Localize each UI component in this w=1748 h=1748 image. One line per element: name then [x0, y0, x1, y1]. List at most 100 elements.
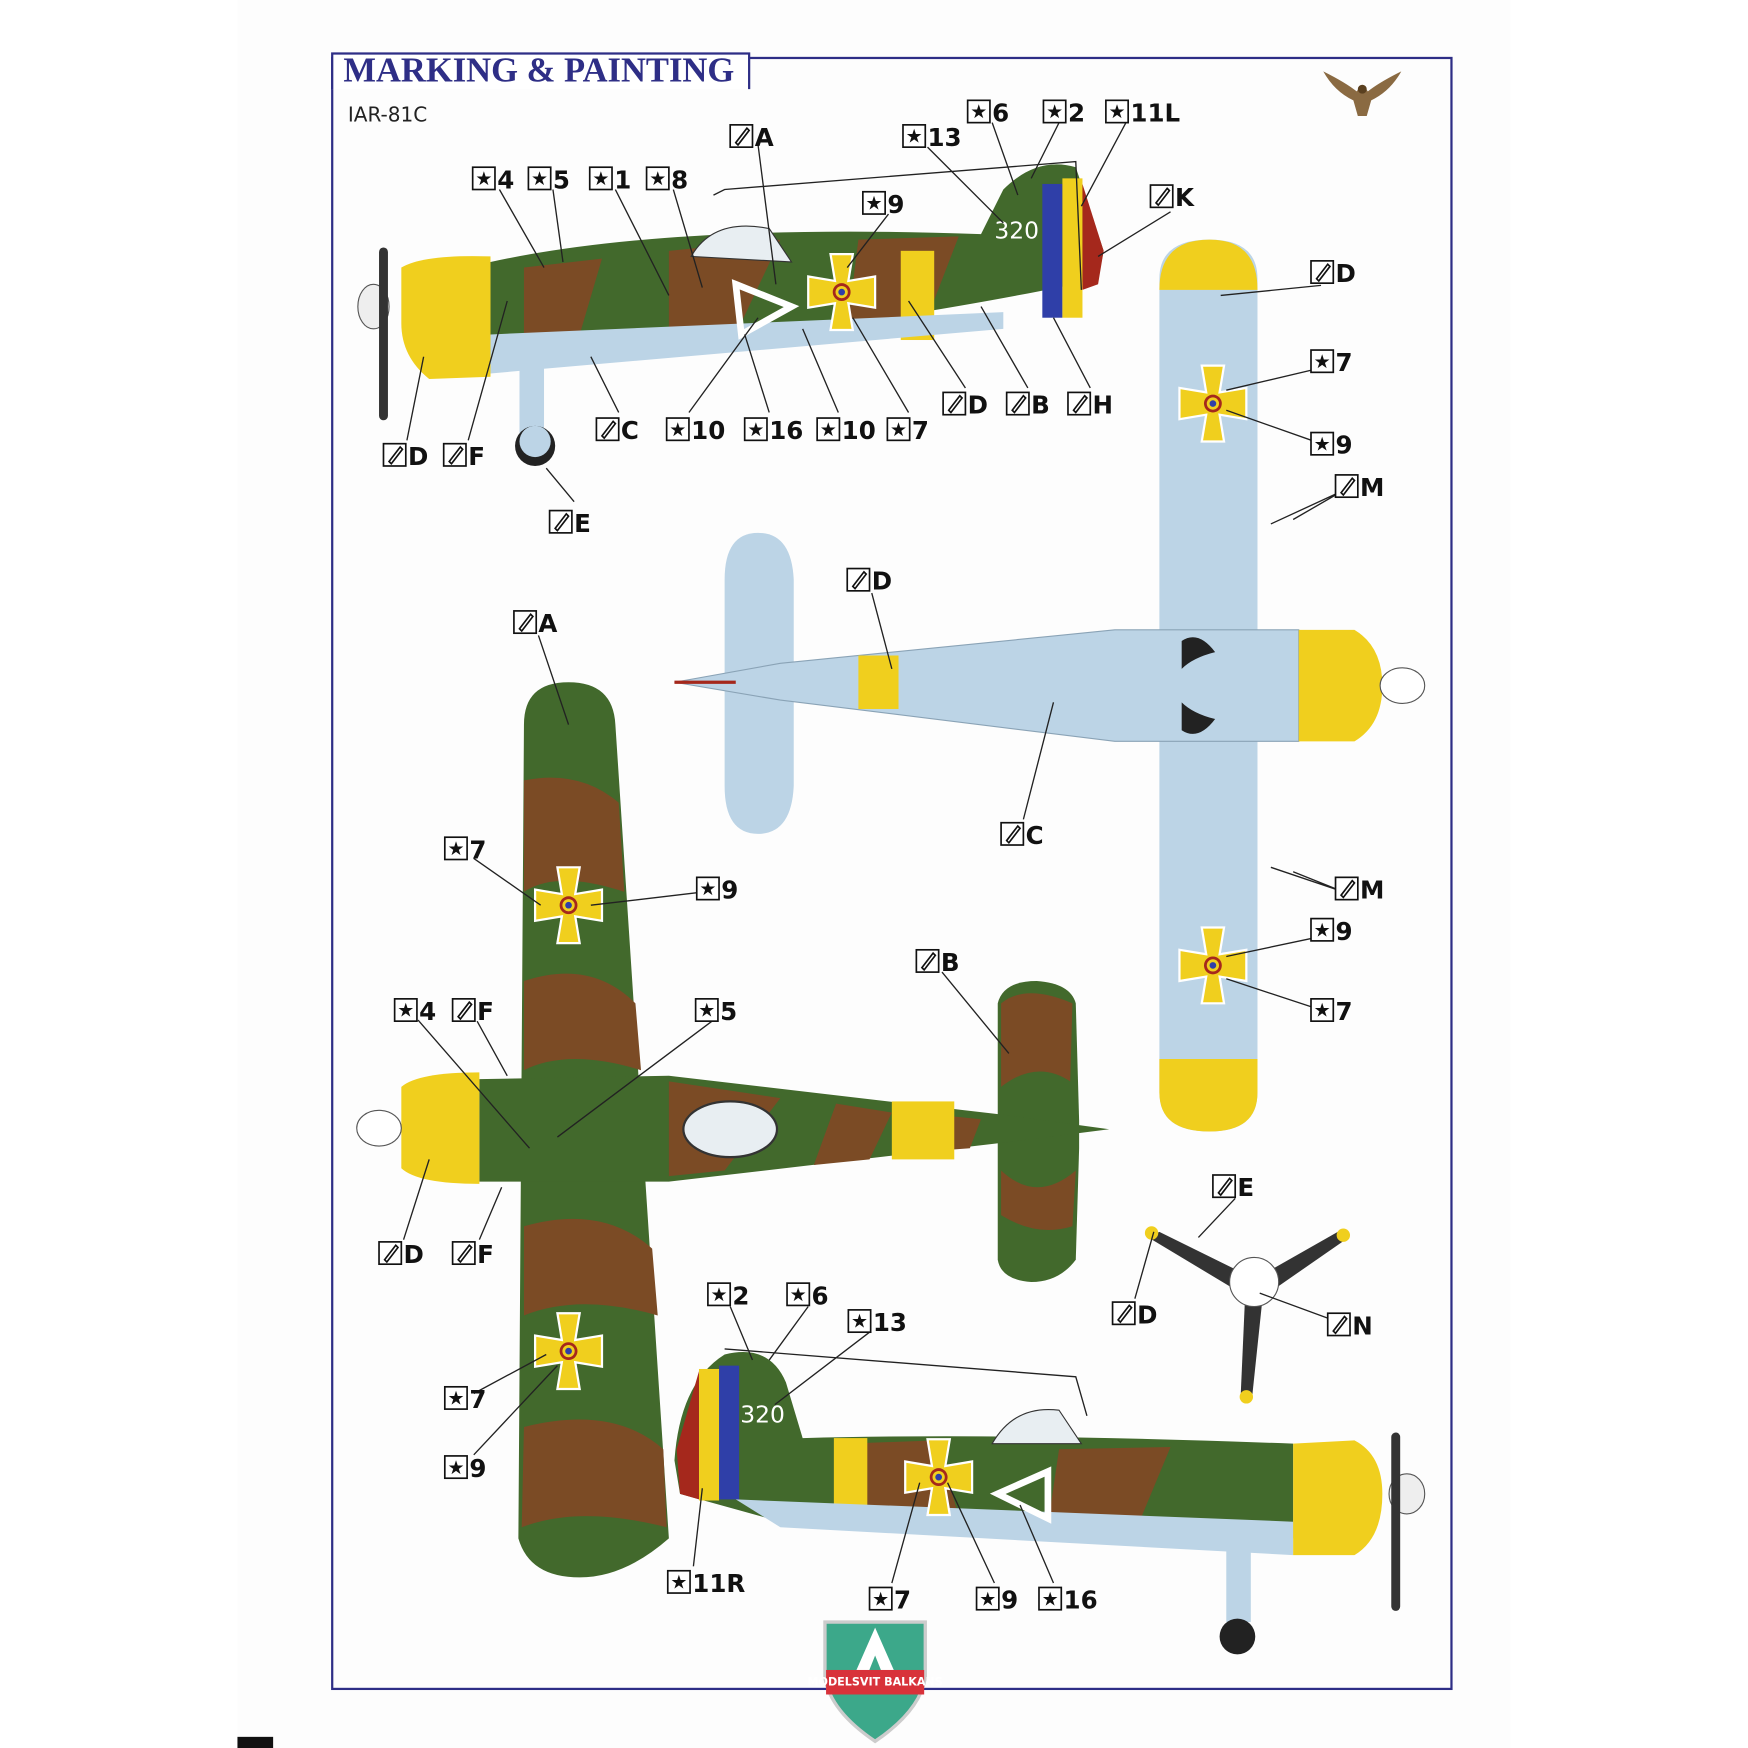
- decal-callout: ★9: [443, 1454, 486, 1483]
- decal-star-icon: ★: [743, 417, 768, 442]
- decal-star-icon: ★: [868, 1586, 893, 1611]
- svg-text:★: ★: [699, 879, 716, 900]
- paint-callout: A: [729, 123, 774, 152]
- svg-text:★: ★: [1314, 920, 1331, 941]
- callout-label: B: [941, 948, 960, 977]
- decal-callout: ★10: [665, 416, 725, 445]
- decal-callout: ★2: [707, 1281, 749, 1310]
- decal-star-icon: ★: [816, 417, 841, 442]
- decal-star-icon: ★: [975, 1586, 1000, 1611]
- callout-label: 6: [812, 1281, 829, 1310]
- callout-label: 7: [1336, 348, 1353, 377]
- decal-callout: ★7: [886, 416, 929, 445]
- callout-label: 16: [769, 416, 803, 445]
- decal-callout: ★10: [816, 416, 876, 445]
- paint-callout: D: [942, 391, 988, 420]
- paint-brush-icon: [1334, 474, 1359, 499]
- decal-callout: ★5: [694, 997, 737, 1026]
- callout-label: 9: [887, 190, 904, 219]
- underside-view: [674, 239, 1426, 1132]
- callout-label: 2: [1068, 99, 1085, 128]
- paint-brush-icon: [915, 948, 940, 973]
- callout-label: A: [538, 609, 557, 638]
- paint-brush-icon: [382, 442, 407, 467]
- callout-label: 9: [721, 876, 738, 905]
- decal-star-icon: ★: [902, 124, 927, 148]
- svg-text:★: ★: [851, 1312, 868, 1333]
- callout-label: D: [404, 1240, 424, 1269]
- modelsvit-logo: MODELSVIT BALKANS: [807, 1620, 943, 1744]
- paint-brush-icon: [729, 124, 754, 148]
- paint-brush-icon: [378, 1241, 403, 1266]
- decal-star-icon: ★: [1310, 431, 1335, 456]
- paint-brush-icon: [846, 567, 871, 592]
- callout-label: D: [872, 567, 892, 596]
- callout-label: 7: [469, 835, 486, 864]
- callout-label: M: [1360, 876, 1384, 905]
- svg-text:★: ★: [397, 1001, 414, 1022]
- callout-label: 10: [691, 416, 725, 445]
- callout-label: 4: [497, 165, 514, 194]
- paint-callout: F: [442, 442, 485, 471]
- callout-label: D: [1336, 259, 1356, 288]
- paint-brush-icon: [451, 1241, 476, 1266]
- svg-text:★: ★: [669, 420, 686, 441]
- decal-star-icon: ★: [665, 417, 690, 442]
- decal-callout: ★4: [393, 997, 436, 1026]
- callout-label: D: [968, 391, 988, 420]
- decal-star-icon: ★: [443, 1385, 468, 1410]
- decal-star-icon: ★: [443, 1455, 468, 1480]
- decal-callout: ★9: [975, 1586, 1018, 1615]
- callout-label: N: [1352, 1311, 1373, 1340]
- page-title: MARKING & PAINTING: [343, 51, 734, 89]
- callout-label: F: [468, 442, 485, 471]
- svg-text:★: ★: [747, 420, 764, 441]
- callout-label: 1: [614, 165, 631, 194]
- decal-star-icon: ★: [1042, 99, 1067, 124]
- callout-label: 4: [419, 997, 436, 1026]
- callout-label: B: [1031, 391, 1050, 420]
- paint-brush-icon: [442, 442, 467, 467]
- decal-callout: ★7: [868, 1586, 911, 1615]
- paint-brush-icon: [595, 417, 620, 442]
- model-name: IAR-81C: [348, 103, 427, 127]
- decal-star-icon: ★: [1310, 998, 1335, 1022]
- decal-star-icon: ★: [707, 1282, 732, 1307]
- svg-text:★: ★: [970, 102, 987, 123]
- decal-callout: ★11R: [666, 1569, 745, 1598]
- paint-callout: H: [1067, 391, 1113, 420]
- svg-text:★: ★: [447, 1389, 464, 1410]
- callout-label: M: [1360, 473, 1384, 502]
- decal-callout: ★4: [471, 165, 514, 194]
- svg-text:★: ★: [890, 420, 907, 441]
- paint-brush-icon: [942, 391, 967, 416]
- paint-callout: E: [548, 509, 591, 538]
- decal-callout: ★7: [1310, 997, 1353, 1026]
- svg-text:★: ★: [1314, 352, 1331, 373]
- svg-text:★: ★: [592, 169, 609, 190]
- paint-brush-icon: [1310, 260, 1335, 284]
- callout-label: E: [574, 509, 591, 538]
- decal-star-icon: ★: [588, 166, 613, 191]
- callout-label: 10: [842, 416, 876, 445]
- decal-callout: ★9: [1310, 917, 1353, 946]
- svg-text:★: ★: [866, 194, 883, 215]
- decal-callout: ★1: [588, 165, 631, 194]
- decal-callout: ★9: [695, 876, 738, 905]
- paint-brush-icon: [1005, 391, 1030, 416]
- logo-text: MODELSVIT BALKANS: [807, 1676, 942, 1689]
- svg-text:★: ★: [1109, 102, 1126, 123]
- decal-star-icon: ★: [966, 99, 991, 124]
- paint-callout: F: [451, 997, 494, 1026]
- callout-label: 9: [1001, 1586, 1018, 1615]
- decal-callout: ★7: [1310, 348, 1353, 377]
- callout-label: 5: [720, 997, 737, 1026]
- paint-callout: B: [1005, 391, 1050, 420]
- leader-lines: [402, 122, 1344, 1584]
- decal-callout: ★5: [527, 165, 570, 194]
- decal-callout: ★7: [443, 835, 486, 864]
- callout-label: D: [408, 442, 428, 471]
- callout-label: 11L: [1130, 99, 1180, 128]
- paint-brush-icon: [1111, 1301, 1136, 1326]
